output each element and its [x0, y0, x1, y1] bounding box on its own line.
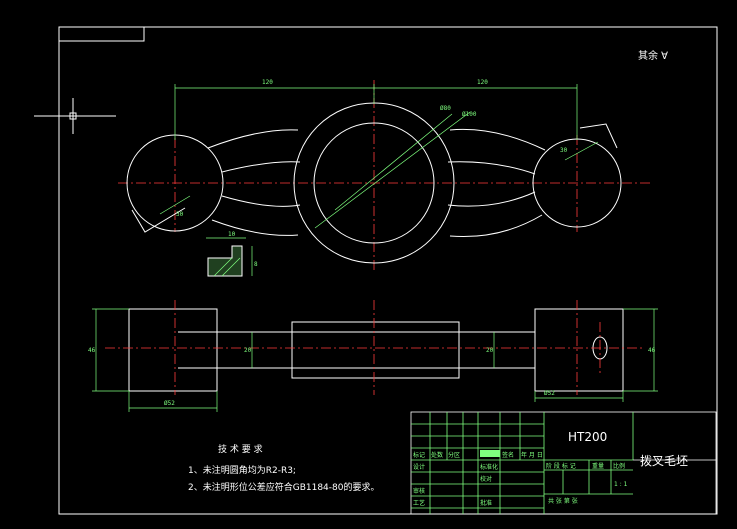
dim-boss-left: Ø52: [164, 400, 175, 407]
dim-height-right: 46: [648, 347, 656, 354]
surface-roughness-note: 其余 ∀: [638, 49, 668, 62]
tb-approve: 批准: [480, 499, 492, 507]
dim-height-left: 46: [88, 347, 96, 354]
dim-dia-inner: Ø80: [440, 105, 451, 112]
top-view: 120 120 Ø80 Ø100 30 30 10 8: [118, 79, 650, 277]
dim-detail-b: 8: [254, 261, 258, 268]
dim-center-span-right: 120: [477, 79, 488, 86]
sign-fill-bar: [480, 450, 500, 457]
cursor-crosshair: [34, 98, 116, 134]
tech-requirements: 技 术 要 求 1、未注明圆角均为R2-R3; 2、未注明形位公差应符合GB11…: [188, 443, 379, 493]
detail-section: 10 8: [206, 231, 258, 277]
tb-check: 校对: [480, 475, 492, 483]
tb-date: 年 月 日: [521, 451, 543, 459]
dim-dia-outer: Ø100: [462, 111, 477, 118]
tb-ratio: 比例: [613, 462, 625, 470]
tb-sign: 签名: [502, 451, 514, 459]
tb-design: 设计: [413, 463, 425, 471]
material-label: HT200: [568, 430, 607, 444]
tb-sheets: 共 张 第 张: [548, 497, 578, 505]
front-view: 46 46 20 20 Ø52 Ø52: [88, 300, 658, 412]
tb-stage: 阶 段 标 记: [546, 462, 576, 470]
dim-boss-right: Ø52: [544, 390, 555, 397]
dimensions-top: [159, 84, 599, 229]
dim-web-left: 20: [244, 347, 252, 354]
tb-mark: 标记: [413, 451, 425, 459]
dim-radius-right: 30: [560, 147, 568, 154]
center-lines-front: [105, 300, 642, 395]
part-outline-front: [128, 308, 624, 392]
dim-center-span-left: 120: [262, 79, 273, 86]
part-name-label: 拨叉毛坯: [640, 454, 688, 468]
tb-zone: 分区: [448, 451, 460, 459]
tech-line-1: 1、未注明圆角均为R2-R3;: [188, 464, 296, 476]
tb-count: 处数: [431, 451, 443, 459]
tech-title: 技 术 要 求: [218, 443, 263, 455]
center-lines-top: [118, 80, 650, 272]
tb-standard: 标准化: [480, 463, 498, 471]
tb-weight: 重量: [592, 462, 604, 470]
dim-detail-a: 10: [228, 231, 236, 238]
part-outline-top: [126, 102, 622, 264]
tech-line-2: 2、未注明形位公差应符合GB1184-80的要求。: [188, 481, 379, 493]
scale-value: 1 : 1: [614, 481, 628, 488]
title-block: HT200 拨叉毛坯 1 : 1 标记 处数 分区 签名 年 月 日 设计 标准…: [410, 411, 717, 515]
tb-craft: 工艺: [413, 499, 425, 507]
tb-review: 审核: [413, 487, 425, 495]
drawing-frame: [58, 26, 718, 515]
dim-web-right: 20: [486, 347, 494, 354]
dim-radius-left: 30: [176, 211, 184, 218]
dimensions-front: [92, 308, 658, 412]
